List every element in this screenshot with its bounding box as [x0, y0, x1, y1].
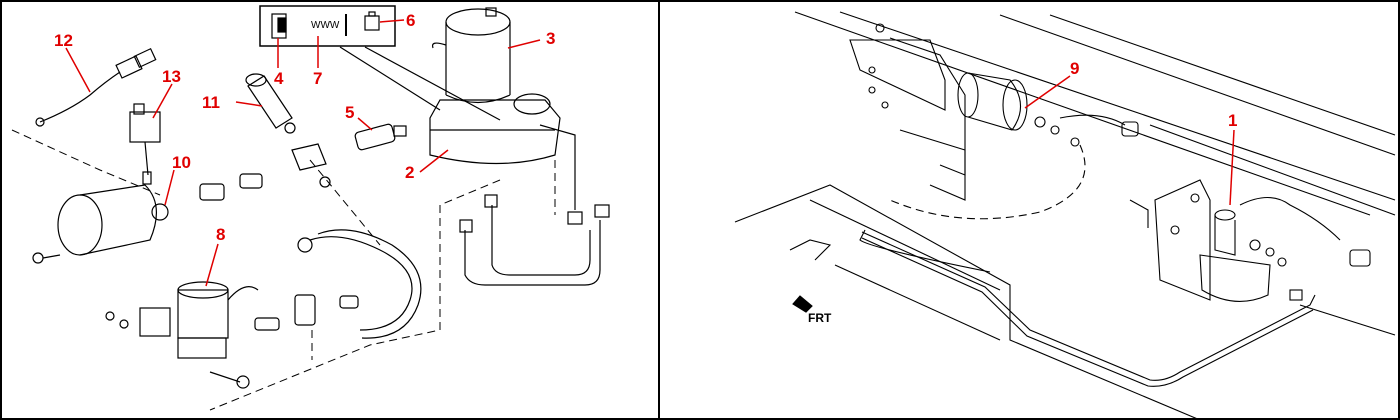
- right-pump-motor: [957, 72, 1139, 147]
- callout-11: 11: [202, 93, 220, 112]
- wire-harness: [35, 47, 157, 127]
- dashed-routing: [11, 129, 556, 411]
- callout-3: 3: [546, 29, 555, 48]
- frame-rails: [794, 11, 1396, 336]
- solenoid-valve: [105, 281, 259, 389]
- callout-6: 6: [406, 11, 415, 30]
- inset-valve-part: [364, 11, 380, 31]
- relay: [129, 103, 161, 185]
- left-callout-leaders: [65, 19, 541, 287]
- direction-label: FRT: [808, 311, 832, 325]
- hose-assembly: [254, 229, 422, 339]
- right-panel: [734, 11, 1396, 420]
- hydraulic-line: [861, 231, 1316, 387]
- inset-spring-glyph: WWW: [311, 20, 340, 31]
- callout-13: 13: [162, 67, 181, 86]
- pump-reservoir: [429, 93, 561, 165]
- pump-motor: [431, 7, 511, 104]
- pressure-switch: [245, 73, 296, 134]
- callout-2: 2: [405, 163, 414, 182]
- callout-4: 4: [274, 69, 284, 88]
- front-arrow: [792, 295, 813, 313]
- inset-box: [259, 5, 396, 47]
- callout-1: 1: [1228, 111, 1237, 130]
- callout-12: 12: [54, 31, 73, 50]
- fitting-row: [199, 143, 331, 201]
- left-panel: WWW: [11, 5, 610, 411]
- tube-bundle: [459, 124, 610, 286]
- left-callouts: 12 13 11 10 5 4 7 6 3 2 8: [54, 11, 555, 244]
- connector-plug: [354, 123, 407, 151]
- solenoid: [32, 184, 169, 264]
- inset-filter-part: [271, 13, 287, 39]
- callout-9: 9: [1070, 59, 1079, 78]
- callout-10: 10: [172, 153, 191, 172]
- callout-7: 7: [313, 69, 322, 88]
- right-callout-leaders: [1024, 75, 1235, 206]
- right-callouts: 9 1: [1070, 59, 1237, 130]
- callout-8: 8: [216, 225, 225, 244]
- floor-outline: [734, 184, 1201, 420]
- callout-5: 5: [345, 103, 354, 122]
- right-pump-assembly: [1129, 179, 1371, 302]
- mounting-bracket: [849, 23, 966, 201]
- wire-route-dashed: [889, 144, 1086, 220]
